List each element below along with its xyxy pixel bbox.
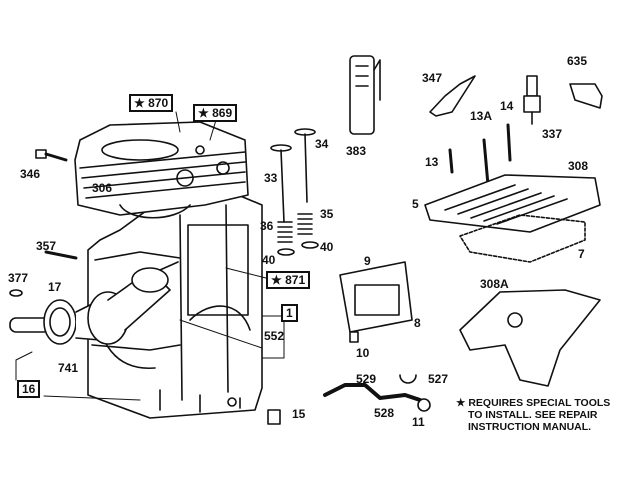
label-635: 635 [567,54,588,68]
label-15: 15 [292,407,306,421]
screw-10 [349,331,359,343]
label-528: 528 [374,406,395,420]
key-377 [9,289,23,297]
bolt-13 [448,148,454,174]
label-7: 7 [578,247,585,261]
label-346: 346 [20,167,41,181]
cylinder-head [74,121,249,219]
note-line-3: INSTRUCTION MANUAL. [468,421,592,433]
valve-springs [277,213,319,256]
label-347: 347 [422,71,443,85]
label-13a: 13A [470,109,493,123]
label-306: 306 [92,181,113,195]
shield-308a [459,289,601,387]
label-377: 377 [8,271,29,285]
bolt-337 [506,123,512,162]
gasket-7 [459,214,586,263]
bracket-347 [429,75,476,117]
label-10: 10 [356,346,370,360]
note-line-2: TO INSTALL. SEE REPAIR [468,409,598,421]
label-11: 11 [412,415,425,429]
callout-869: ★ 869 [193,104,238,122]
label-5: 5 [412,197,419,211]
label-40-left: 40 [262,253,276,267]
label-35: 35 [320,207,334,221]
label-527: 527 [428,372,449,386]
callout-1: 1 [281,304,298,322]
label-552: 552 [264,329,285,343]
label-13: 13 [425,155,439,169]
cylinder-block [87,189,263,419]
label-34: 34 [315,137,329,151]
breather-cover [424,174,601,233]
spark-plug [523,75,541,125]
leader-lines [15,111,285,401]
note-line-1: ★ REQUIRES SPECIAL TOOLS [456,397,611,409]
screw-15 [267,409,281,425]
label-8: 8 [414,316,421,330]
callout-16: 16 [17,380,41,398]
clamp-11 [417,398,431,412]
bolt-13a [482,138,490,187]
label-9: 9 [364,254,371,268]
label-33: 33 [264,171,278,185]
label-337: 337 [542,127,563,141]
label-40-right: 40 [320,240,334,254]
clamp-527 [399,374,417,384]
label-308: 308 [568,159,589,173]
label-36: 36 [260,219,274,233]
callout-871: ★ 871 [266,271,311,289]
callout-870: ★ 870 [129,94,174,112]
special-tools-note: ★ REQUIRES SPECIAL TOOLS TO INSTALL. SEE… [456,397,610,433]
label-741: 741 [58,361,79,375]
crankshaft [9,261,179,345]
label-14: 14 [500,99,514,113]
tube-528 [323,383,422,402]
label-357: 357 [36,239,57,253]
valves [270,128,316,223]
bolt-346 [35,149,68,162]
label-17: 17 [48,280,62,294]
breather-9 [339,261,413,333]
label-529: 529 [356,372,377,386]
label-308a: 308A [480,277,509,291]
boot-635 [569,83,603,109]
ignition-coil [349,55,381,135]
label-383: 383 [346,144,367,158]
pin-357 [44,250,78,260]
